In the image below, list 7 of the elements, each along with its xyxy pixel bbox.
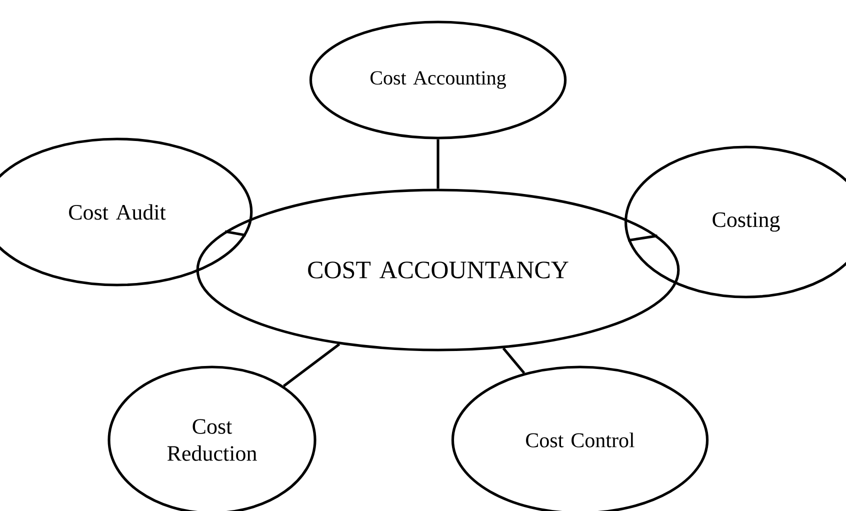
- connector-line: [282, 343, 340, 388]
- ellipse-node: Cost Accounting: [309, 20, 567, 140]
- connector-line: [436, 139, 440, 189]
- connector-line: [502, 347, 526, 374]
- connector-line: [224, 230, 246, 237]
- connector-line: [628, 234, 658, 242]
- ellipse-node: COST ACCOUNTANCY: [196, 188, 680, 352]
